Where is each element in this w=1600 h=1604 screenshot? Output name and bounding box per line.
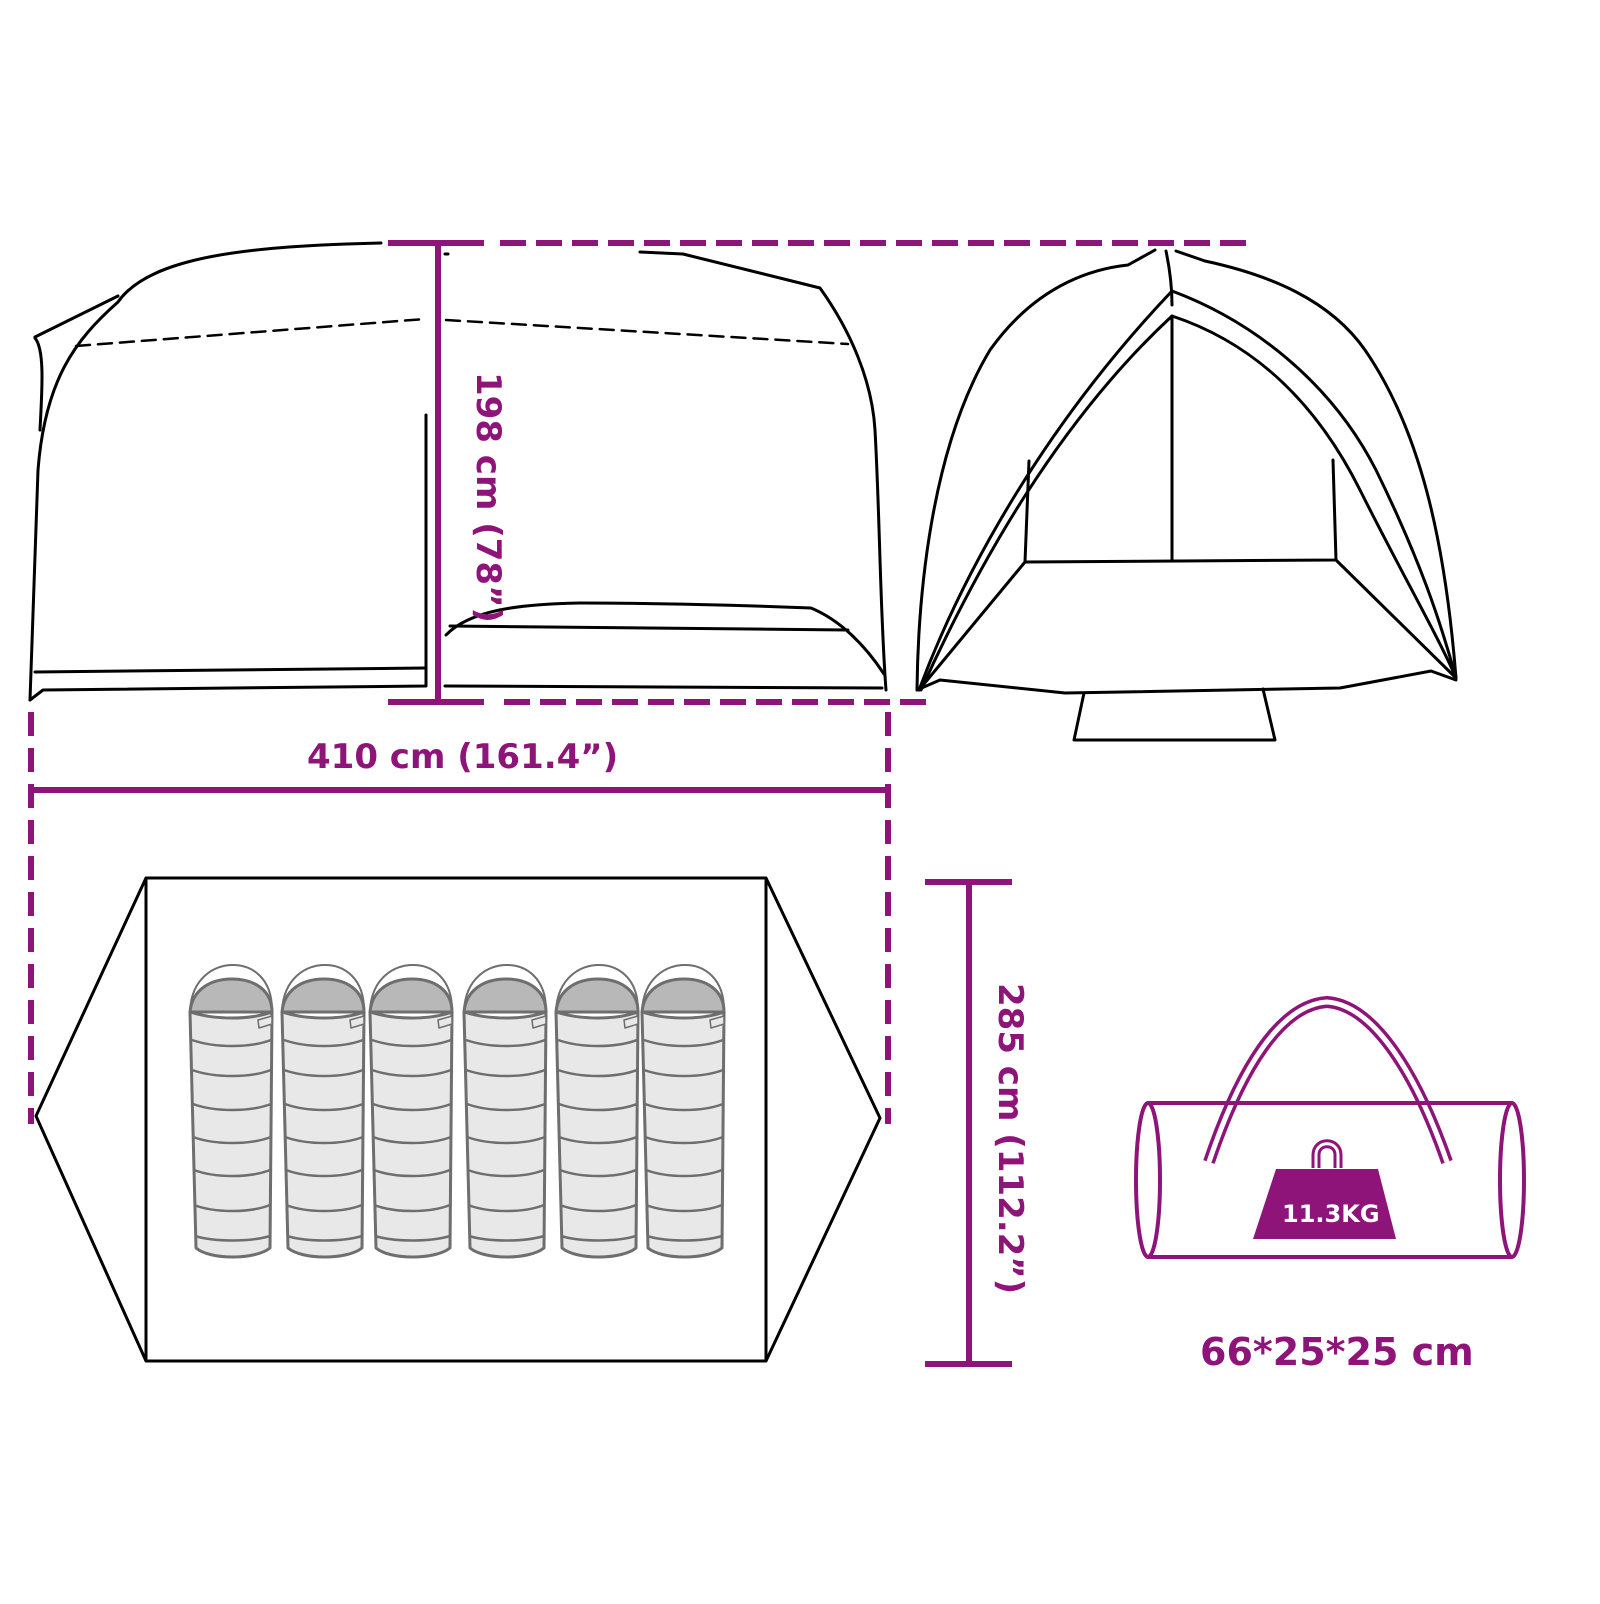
dimension-lines: [28, 240, 1256, 1367]
sleeping-bag-1: [188, 964, 274, 1259]
carry-bag-handle: [1203, 996, 1453, 1164]
sleeping-bag-2: [280, 964, 366, 1259]
tent-floor-plan: [34, 876, 882, 1363]
sleeping-bag-4: [462, 964, 548, 1259]
tent-front-view: [915, 248, 1458, 742]
sleeping-bag-6: [640, 964, 726, 1259]
width-dimension-label: 285 cm (112.2”): [990, 983, 1030, 1295]
tent-side-view: [28, 241, 888, 702]
length-dimension-label: 410 cm (161.4”): [307, 737, 619, 777]
carry-bag: [1134, 996, 1526, 1259]
weight-label: 11.3KG: [1282, 1200, 1380, 1228]
packed-size-label: 66*25*25 cm: [1200, 1330, 1474, 1374]
height-dimension-label: 198 cm (78”): [468, 372, 508, 623]
sleeping-bag-3: [368, 964, 454, 1259]
sleeping-bag-5: [554, 964, 640, 1259]
sleeping-bags: [188, 964, 726, 1259]
weight-icon: [1253, 1139, 1396, 1239]
